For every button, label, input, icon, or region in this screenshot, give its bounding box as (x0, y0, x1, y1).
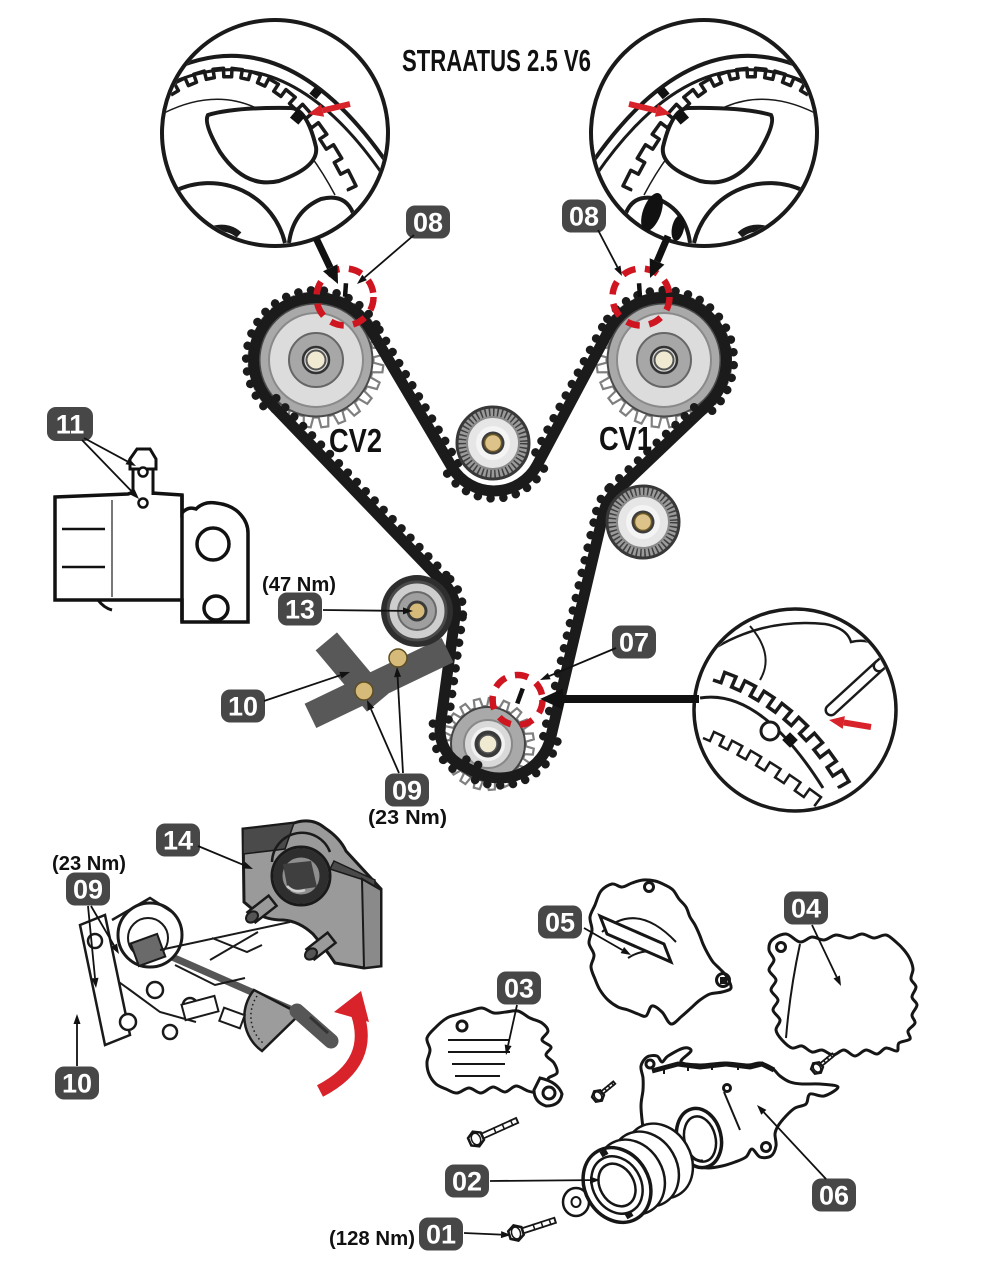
svg-text:CV2: CV2 (329, 422, 382, 459)
svg-text:04: 04 (791, 894, 821, 924)
svg-text:08: 08 (569, 202, 599, 232)
svg-text:13: 13 (285, 595, 315, 625)
svg-text:09: 09 (392, 776, 422, 806)
svg-text:10: 10 (228, 692, 258, 722)
svg-text:05: 05 (545, 908, 575, 938)
svg-text:08: 08 (413, 208, 443, 238)
svg-text:(23 Nm): (23 Nm) (368, 807, 447, 829)
svg-text:14: 14 (163, 826, 193, 856)
svg-text:(128 Nm): (128 Nm) (329, 1228, 415, 1250)
svg-text:03: 03 (504, 974, 534, 1004)
svg-text:09: 09 (73, 875, 103, 905)
svg-text:CV1: CV1 (599, 420, 652, 457)
svg-text:(23 Nm): (23 Nm) (52, 853, 126, 875)
svg-text:01: 01 (426, 1220, 456, 1250)
svg-text:11: 11 (56, 410, 85, 440)
svg-text:STRAATUS 2.5 V6: STRAATUS 2.5 V6 (402, 43, 591, 78)
svg-text:06: 06 (819, 1181, 849, 1211)
svg-text:(47 Nm): (47 Nm) (262, 574, 336, 596)
svg-text:07: 07 (619, 628, 649, 658)
svg-text:02: 02 (452, 1167, 482, 1197)
svg-text:10: 10 (62, 1069, 92, 1099)
